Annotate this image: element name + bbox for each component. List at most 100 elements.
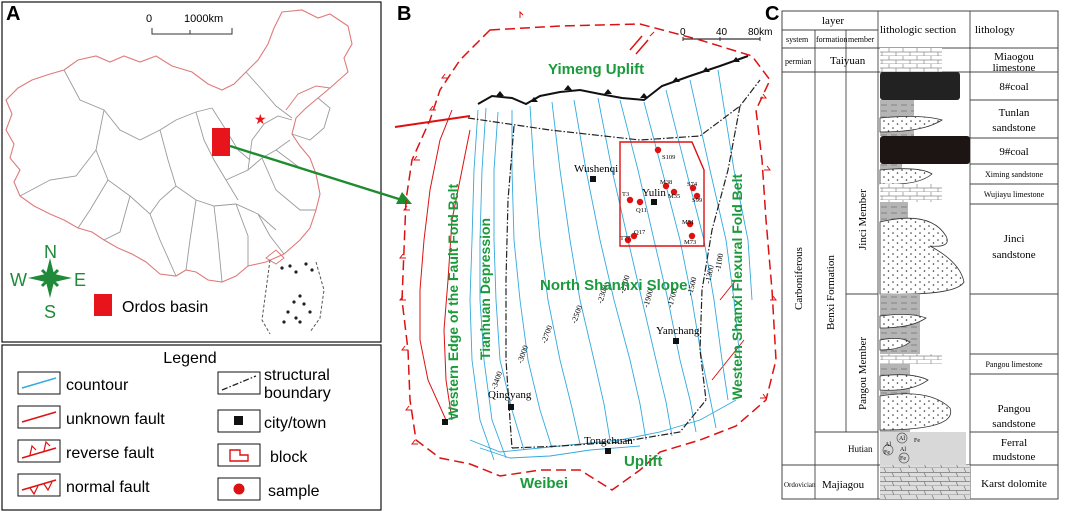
header-lithologic: lithologic section [880,24,957,36]
contour-line-icon [21,377,57,389]
rock-symbol-al-1: Al [899,436,905,442]
compass-icon: N S E W [10,242,86,322]
legend-unknown-fault: unknown fault [66,411,165,428]
coal-9 [880,136,970,164]
yimeng-thrust-line [477,55,749,106]
lith-9coal: 9#coal [999,146,1028,158]
sample-m51 [686,220,694,228]
scale-b-80: 80km [748,27,772,38]
region-weibei: Weibei [520,475,568,492]
ordos-legend-swatch [94,294,112,316]
city-wushenqi: Wushenqi [574,163,618,175]
system-permian: permian [785,57,811,66]
city-markers [442,176,679,454]
contour-label-3400: -3400 [489,370,504,391]
panel-a-letter: A [6,3,20,25]
region-yimeng: Yimeng Uplift [548,61,644,78]
sample-label-s74: S74 [687,181,698,188]
boundary-fault-ticks [399,10,777,445]
west-fault-b [443,129,471,421]
coal-8 [880,72,960,100]
sample-t77 [624,236,632,244]
city-labels: Wushenqi Yulin Yanchang Qingyang Tongchu… [488,163,700,447]
limestone-wujiayu [880,184,942,202]
study-block [619,141,705,247]
lith-jinci-1: Jinci [1004,233,1025,245]
lithologic-column: Al Fe Al Al Fe Fe [879,48,970,499]
region-uplift: Uplift [624,453,662,470]
scale-a-end: 1000km [184,13,223,25]
lith-tunlan-2: sandstone [992,122,1036,134]
legend-city-town: city/town [264,415,326,432]
rock-symbol-fe-3: Fe [900,456,906,462]
sample-label-m73: M73 [684,239,696,246]
contour-label-2500: -2500 [569,304,584,325]
legend-structural-boundary: structural boundary [264,367,334,402]
sample-labels: S109 M38 M35 S74 S99 T3 Q11 Q17 T77 M51 … [620,154,702,246]
sample-label-q11: Q11 [636,207,647,214]
south-china-sea-inset [261,259,325,335]
block-icon [229,449,249,462]
lith-pangou-sand-1: Pangou [998,403,1032,415]
sample-m35 [670,188,678,196]
scale-a-start: 0 [146,13,152,25]
panel-b-letter: B [397,3,411,25]
panel-c: C layer system formation member [765,3,1059,500]
formation-taiyuan: Taiyuan [830,55,866,67]
legend-sample: sample [268,483,320,500]
system-carboniferous: Carboniferous [793,247,805,310]
legend-normal-fault: normal fault [66,479,150,496]
header-system: system [786,35,809,44]
scale-b-0: 0 [680,27,686,38]
formation-hutian: Hutian [848,444,873,454]
panel-a: A 0 1000km [1,1,382,343]
header-formation: formation [816,35,848,44]
lithology-names: Miaogou limestone 8#coal Tunlan sandston… [981,51,1047,490]
column-header: layer system formation member lithologic… [784,15,1015,491]
sample-label-q17: Q17 [634,229,646,236]
lith-ferral-1: Ferral [1001,437,1027,449]
ne-fault [629,35,649,55]
north-fault [394,115,471,128]
sample-q17 [630,232,638,240]
region-western-edge: Western Edge of the Fault Fold Belt [445,183,461,420]
sample-t3 [626,196,634,204]
sample-icon [233,483,245,495]
contour-label-1100: -1100 [713,253,725,273]
region-north-shanxi: North Shannxi Slope [540,277,688,294]
city-town-icon [234,416,243,425]
city-qingyang-icon [508,404,514,410]
compass-n: N [44,242,57,262]
unknown-fault-icon [21,411,57,423]
lith-ximing: Ximing sandstone [985,170,1043,179]
legend-reverse-fault: reverse fault [66,445,155,462]
mudstone-ferral [880,432,966,465]
rock-symbols: Al Fe Al Al Fe Fe [884,436,920,462]
ordos-basin-block [212,128,230,156]
legend-structural-boundary-line2: boundary [264,385,331,402]
legend-contour: countour [66,377,129,394]
lith-tunlan-1: Tunlan [999,107,1030,119]
rock-symbol-al-3: Al [900,447,906,453]
contour-label-1300: -1300 [703,264,716,284]
sample-q11 [636,198,644,206]
sandstone-jinci [879,217,965,295]
sample-s99 [693,192,701,200]
member-jinci: Jinci Member [857,189,869,250]
reverse-fault-icon [21,440,57,459]
sample-label-s109: S109 [662,154,675,161]
city-yanchang: Yanchang [656,325,700,337]
compass-w: W [10,270,27,290]
sample-label-s99: S99 [692,197,702,204]
member-pangou: Pangou Member [857,337,869,410]
contour-label-1500: -1500 [685,276,698,296]
city-yulin: Yulin [642,187,666,199]
region-tianhuan: Tianhuan Depression [477,218,493,360]
west-fault-a [419,109,453,421]
lith-wujiayu: Wujiayu limestone [984,190,1045,199]
sample-label-m35: M35 [668,193,680,200]
sandstone-tunlan [879,116,943,133]
city-wushenqi-icon [590,176,596,182]
lith-8coal: 8#coal [999,81,1028,93]
